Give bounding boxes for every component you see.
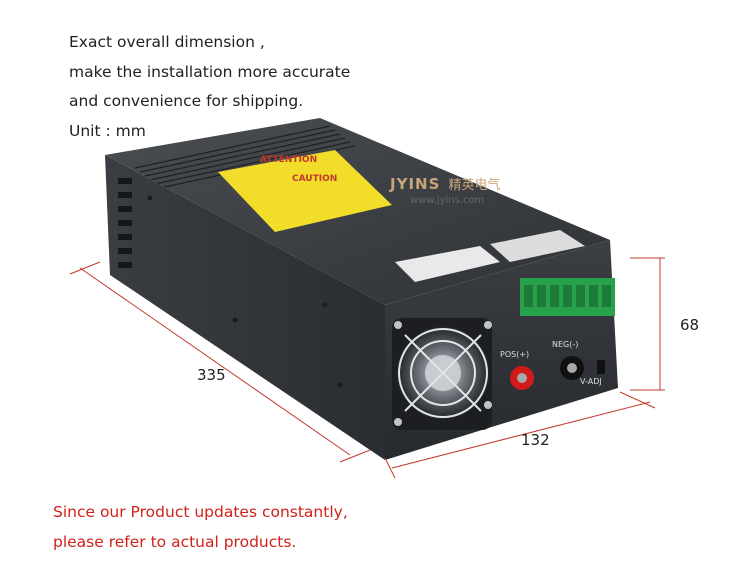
intro-text: Exact overall dimension , make the insta… bbox=[69, 28, 350, 146]
pos-label: POS(+) bbox=[500, 350, 530, 359]
caution-label-text: CAUTION bbox=[292, 174, 338, 184]
spec-label-2 bbox=[490, 230, 585, 262]
watermark-brand-cn: 精英电气 bbox=[448, 178, 501, 193]
case-side-face bbox=[105, 155, 385, 460]
watermark-brand-name: JYINS bbox=[390, 175, 441, 193]
attention-label-text: ATTENTION bbox=[260, 155, 318, 165]
vadj-knob bbox=[597, 360, 605, 374]
dimension-length: 335 bbox=[197, 366, 226, 384]
side-screws bbox=[147, 195, 343, 388]
spec-label bbox=[395, 246, 500, 282]
footer-note-line-2: please refer to actual products. bbox=[53, 532, 297, 551]
watermark-url: www.jyins.com bbox=[410, 195, 485, 206]
dimension-height: 68 bbox=[680, 316, 700, 334]
intro-line-4: Unit : mm bbox=[69, 121, 146, 140]
intro-line-1: Exact overall dimension , bbox=[69, 33, 265, 51]
caution-label bbox=[218, 150, 392, 232]
intro-line-3: and convenience for shipping. bbox=[69, 92, 304, 110]
intro-line-2: make the installation more accurate bbox=[69, 62, 351, 81]
terminal-block bbox=[520, 278, 615, 316]
footer-note: Since our Product updates constantly, pl… bbox=[53, 498, 348, 557]
pos-terminal bbox=[510, 366, 534, 390]
watermark-brand: JYINS 精英电气 bbox=[390, 174, 501, 193]
dimension-width: 132 bbox=[521, 431, 550, 449]
cooling-fan bbox=[392, 318, 492, 430]
footer-note-line-1: Since our Product updates constantly, bbox=[53, 503, 348, 521]
neg-label: NEG(-) bbox=[552, 340, 579, 349]
neg-terminal bbox=[560, 356, 584, 380]
vadj-label: V-ADJ bbox=[580, 377, 602, 386]
dimension-lines bbox=[69, 257, 665, 479]
side-vents bbox=[118, 178, 132, 268]
